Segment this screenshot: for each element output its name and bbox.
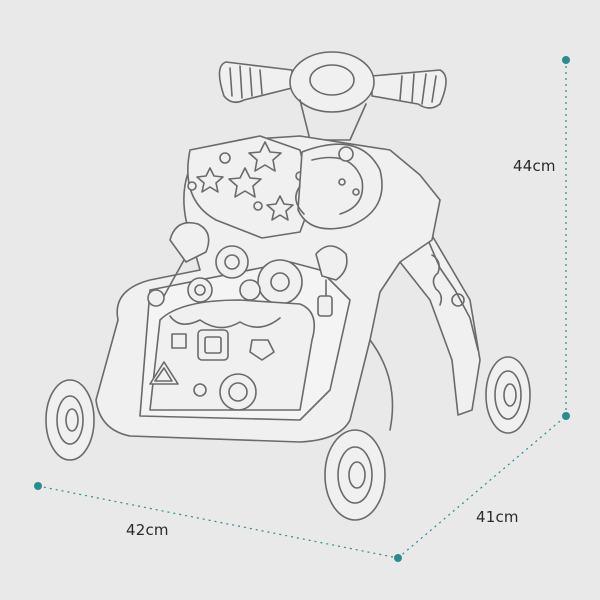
front-wheel-right [324, 429, 386, 521]
rear-frame [387, 231, 481, 416]
width-label: 42cm [126, 521, 169, 539]
tree-toy-right [315, 245, 348, 317]
height-label: 44cm [513, 157, 556, 175]
depth-dimension-line [397, 415, 567, 559]
dimension-markers [34, 56, 570, 562]
dimension-lines [37, 60, 567, 559]
shape-sorter [149, 299, 316, 411]
height-bottom-marker [562, 412, 570, 420]
width-left-marker [34, 482, 42, 490]
width-dimension-line [37, 485, 399, 559]
corner-marker [394, 554, 402, 562]
front-wheel-left [45, 379, 95, 461]
gauge-dial [295, 143, 383, 230]
rear-wheel [485, 356, 531, 434]
star-panel [187, 135, 313, 239]
tree-toy-left [147, 221, 210, 307]
depth-label: 41cm [476, 508, 519, 526]
height-top-marker [562, 56, 570, 64]
handle-bar [218, 51, 447, 141]
